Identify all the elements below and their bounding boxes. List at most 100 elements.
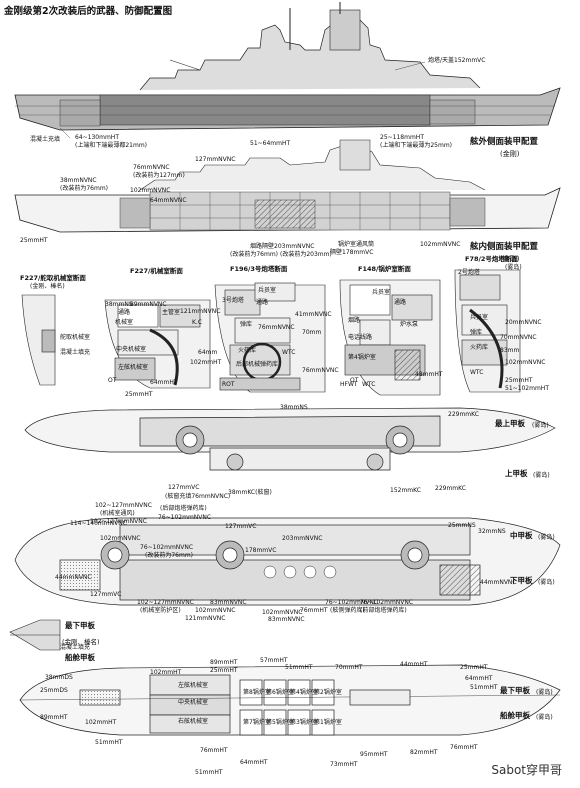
outer-armor-profile bbox=[14, 2, 561, 139]
deck-label-d31: 76~102mmNVNC bbox=[360, 599, 414, 606]
upper-deck-sub: (雾岛) bbox=[532, 422, 549, 429]
upper-deck-plan bbox=[24, 407, 556, 471]
hull-label-l1: 炮塔/天盖152mmVC bbox=[428, 57, 486, 64]
section-label-s16: 102mmHT bbox=[190, 359, 222, 366]
f227-rudder-header: F227/舵取机械室断面 bbox=[20, 274, 86, 282]
section-label-s17: 3号炮塔 bbox=[222, 297, 244, 304]
lower-deck-b-header: 最下甲板 bbox=[500, 686, 530, 695]
page-title: 金刚级第2次改装后的武器、防御配置图 bbox=[4, 6, 173, 17]
deck-label-d24: 102~127mmNVNC bbox=[137, 599, 194, 606]
bottom-label-b4: 89mmHT bbox=[210, 659, 238, 666]
deck-label-d11: 114~140mmNVNC bbox=[70, 520, 127, 527]
section-label-s25: 76mmNVNC bbox=[258, 324, 295, 331]
deck-label-d13: 76~102mmNVNC bbox=[158, 514, 212, 521]
middle-deck-header: 中甲板 bbox=[510, 531, 533, 540]
section-label-s32: 第4锅炉室 bbox=[348, 354, 376, 361]
bottom-label-b2: 38mmDS bbox=[45, 674, 73, 681]
section-label-s12: OT bbox=[108, 377, 117, 384]
section-label-s4: 机械室 bbox=[115, 319, 134, 326]
upper-deck-header: 最上甲板 bbox=[495, 419, 525, 428]
bottom-label-b9: 70mmHT bbox=[335, 664, 363, 671]
deck-label-d21: 203mmNVNC bbox=[282, 535, 323, 542]
hull-label-l6: 25~118mmHT bbox=[380, 134, 424, 141]
bottom-label-b23: 第3锅炉室 bbox=[290, 719, 318, 726]
section-label-s15: 64mm bbox=[198, 349, 218, 356]
section-label-s7: 121mmNVNC bbox=[180, 308, 221, 315]
middle-lower-deck-plan bbox=[14, 517, 561, 606]
hull-label-l2: 混凝土充填 bbox=[30, 136, 61, 143]
bottom-label-b30: 73mmHT bbox=[330, 761, 358, 768]
f148-boiler-header: F148/锅炉室断面 bbox=[358, 265, 411, 273]
lower-deck-sub: (雾岛) bbox=[538, 579, 555, 586]
bottom-label-b26: 102mmHT bbox=[85, 719, 117, 726]
platform-deck-plan bbox=[19, 664, 561, 736]
platform-deck-header: 船舱甲板 bbox=[65, 653, 95, 662]
deck-label-d17: 102mmNVNC bbox=[100, 535, 141, 542]
bottom-label-b5: 102mmHT bbox=[150, 669, 182, 676]
section-label-s30: 通路 bbox=[394, 299, 407, 306]
section-label-s8: 舵取机械室 bbox=[60, 334, 91, 341]
section-label-s36: 弹库 bbox=[470, 329, 483, 336]
bottom-label-b15: 中央机械室 bbox=[178, 699, 209, 706]
section-label-s49: WTC bbox=[362, 381, 376, 388]
bottom-label-b8: 51mmHT bbox=[285, 664, 313, 671]
bottom-label-b11: 25mmHT bbox=[460, 664, 488, 671]
section-label-s33: OT bbox=[350, 377, 359, 384]
hull-label-l12: (改装前为76mm) bbox=[60, 185, 109, 192]
section-label-s48: HFWT bbox=[340, 381, 358, 388]
deck-label-d32: (前部炮塔弹药库) bbox=[360, 607, 407, 614]
section-label-s18: 兵员室 bbox=[258, 287, 277, 294]
bottom-label-b16: 右舷机械室 bbox=[178, 718, 209, 725]
deck-label-d10: 102~127mmNVNC bbox=[90, 518, 147, 525]
deck-label-d8: 102~127mmNVNC bbox=[95, 502, 152, 509]
deck-label-d2: 229mmKC bbox=[448, 411, 479, 418]
bottom-label-b7: 57mmHT bbox=[260, 657, 288, 664]
section-label-s10: 中央机械室 bbox=[116, 346, 147, 353]
hull-label-l19: 锅炉室通风筒 bbox=[338, 241, 375, 248]
hull-label-l21: 102mmNVNC bbox=[420, 241, 461, 248]
hull-label-l7: (上端和下端最薄为25mm) bbox=[380, 142, 453, 149]
bottom-label-b27: 51mmHT bbox=[95, 739, 123, 746]
section-label-s11: 左舷机械室 bbox=[118, 364, 149, 371]
section-label-s46: 48mmHT bbox=[415, 371, 443, 378]
deck-label-d12: 127mmVC bbox=[225, 523, 257, 530]
bottom-label-b10: 44mmHT bbox=[400, 661, 428, 668]
bottom-label-b24: 第1锅炉室 bbox=[314, 719, 342, 726]
deck-label-d29: 76~102mmNVNC bbox=[325, 599, 379, 606]
bottom-deck-header: 最下甲板 bbox=[65, 621, 95, 630]
section-label-s44: 25mmHT bbox=[505, 377, 533, 384]
deck-label-d22: 44mmNVNC bbox=[55, 574, 92, 581]
section-label-s3: 通路 bbox=[118, 309, 131, 316]
hull-label-l4: (上端和下端最薄都21mm) bbox=[75, 142, 148, 149]
bottom-label-b14: 左舷机械室 bbox=[178, 682, 209, 689]
section-label-s22: 后部机械弹药库 bbox=[236, 361, 279, 368]
deck-label-d4: (舷窗充填76mmNVNC) bbox=[165, 493, 231, 500]
section-label-s26: 70mm bbox=[302, 329, 322, 336]
section-label-s21: 火药库 bbox=[238, 347, 257, 354]
deck-label-d20: 178mmVC bbox=[245, 547, 277, 554]
cross-sections bbox=[21, 269, 521, 396]
bottom-label-b17: 第8锅炉室 bbox=[243, 689, 271, 696]
deck-label-d5: 38mmKC(舷窗) bbox=[228, 489, 272, 496]
section-label-s27: 41mmNVNC bbox=[295, 311, 332, 318]
stern-inset bbox=[9, 619, 61, 651]
section-label-s20: 弹库 bbox=[240, 321, 253, 328]
outer-armor-subheader: (金刚) bbox=[500, 150, 520, 158]
hull-label-l3: 64~130mmHT bbox=[75, 134, 119, 141]
section-label-s38: 兵员室 bbox=[470, 314, 489, 321]
deck-label-d7: 229mmKC bbox=[435, 485, 466, 492]
section-label-s2: 89mmNVNC bbox=[130, 301, 167, 308]
deck-label-d3: 127mmVC bbox=[168, 484, 200, 491]
bottom-label-b1: 混凝土填充 bbox=[60, 644, 91, 651]
deck-label-d19: (改装前为76mm) bbox=[145, 552, 194, 559]
hull-label-l14: 64mmNVNC bbox=[150, 197, 187, 204]
deck-label-d28: 76mmHT bbox=[300, 607, 328, 614]
section-label-s1: 38mmNS bbox=[105, 301, 133, 308]
outer-armor-header: 舷外侧面装甲配置 bbox=[470, 137, 539, 147]
deck-label-d34: 121mmNVNC bbox=[185, 615, 226, 622]
deck-label-d30: (舷侧弹药库) bbox=[330, 607, 365, 614]
bottom-label-b6: 25mmHT bbox=[210, 667, 238, 674]
section-label-s37: 火药库 bbox=[470, 344, 489, 351]
